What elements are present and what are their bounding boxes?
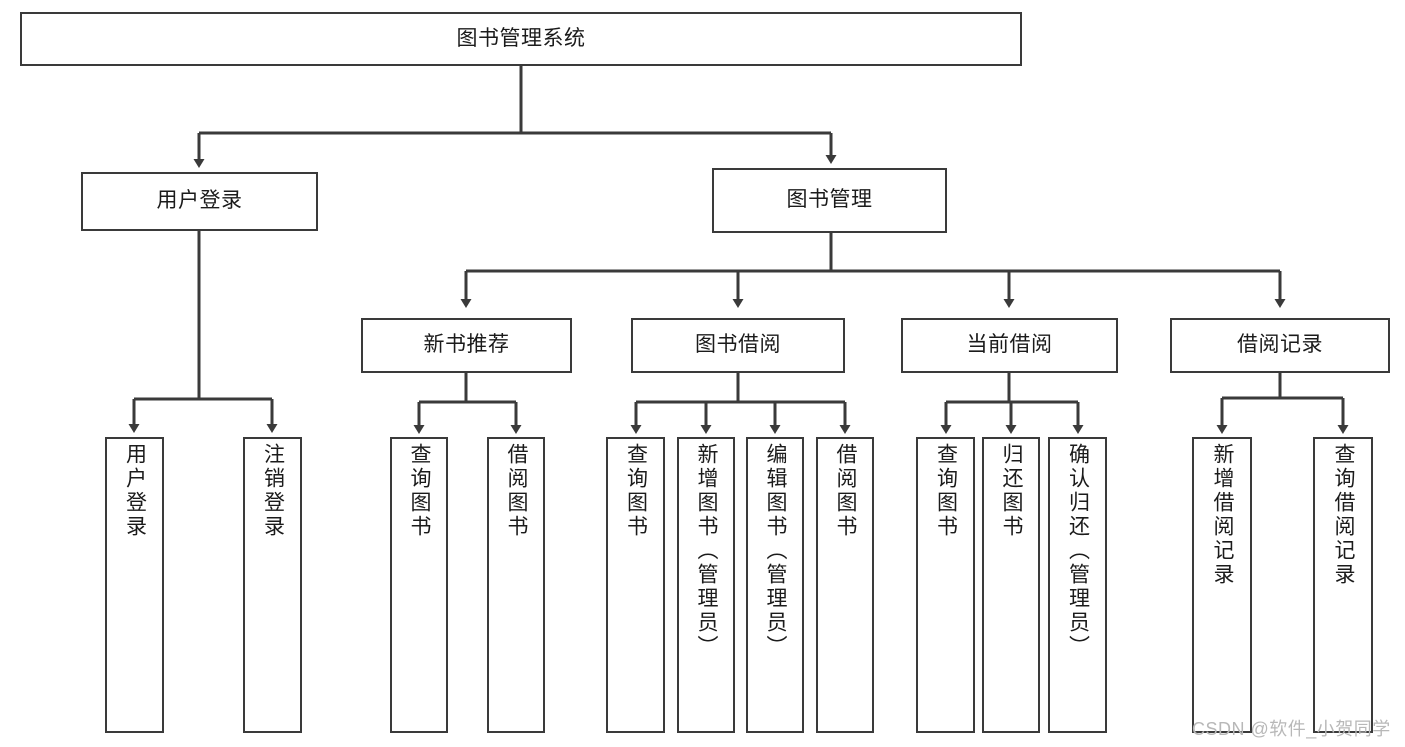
node-borrow-record[interactable]: 借阅记录 — [1170, 318, 1390, 373]
node-book-management[interactable]: 图书管理 — [712, 168, 947, 233]
node-label: 用户登录 — [156, 189, 243, 213]
node-label: 注销登录 — [261, 443, 285, 539]
node-book-borrow[interactable]: 图书借阅 — [631, 318, 845, 373]
node-leaf-add-book[interactable]: 新增图书（管理员） — [677, 437, 735, 733]
node-leaf-return-book[interactable]: 归还图书 — [982, 437, 1040, 733]
node-label: 确认归还（管理员） — [1066, 443, 1090, 659]
node-label: 查询借阅记录 — [1332, 443, 1356, 587]
node-label: 借阅图书 — [505, 443, 529, 539]
node-label: 图书管理系统 — [456, 26, 586, 50]
node-label: 借阅图书 — [834, 443, 858, 539]
node-label: 查询图书 — [624, 443, 648, 539]
node-leaf-borrow-book-1[interactable]: 借阅图书 — [487, 437, 545, 733]
node-label: 新书推荐 — [423, 333, 510, 357]
node-label: 用户登录 — [123, 443, 147, 539]
node-leaf-query-book-2[interactable]: 查询图书 — [606, 437, 665, 733]
node-label: 新增图书（管理员） — [695, 443, 719, 659]
csdn-watermark: CSDN @软件_小贺同学 — [1192, 719, 1391, 739]
node-leaf-query-record[interactable]: 查询借阅记录 — [1313, 437, 1373, 733]
node-user-login[interactable]: 用户登录 — [81, 172, 318, 231]
node-current-borrow[interactable]: 当前借阅 — [901, 318, 1118, 373]
node-label: 归还图书 — [1000, 443, 1024, 539]
node-leaf-logout-login[interactable]: 注销登录 — [243, 437, 302, 733]
node-leaf-user-login[interactable]: 用户登录 — [105, 437, 164, 733]
node-label: 图书管理 — [786, 188, 873, 212]
node-leaf-edit-book[interactable]: 编辑图书（管理员） — [746, 437, 804, 733]
node-leaf-query-book-3[interactable]: 查询图书 — [916, 437, 975, 733]
node-label: 借阅记录 — [1237, 333, 1323, 357]
node-label: 当前借阅 — [966, 333, 1053, 357]
node-new-book-recommend[interactable]: 新书推荐 — [361, 318, 572, 373]
node-leaf-query-book-1[interactable]: 查询图书 — [390, 437, 448, 733]
node-leaf-confirm-return[interactable]: 确认归还（管理员） — [1048, 437, 1107, 733]
node-label: 查询图书 — [934, 443, 958, 539]
node-system-root[interactable]: 图书管理系统 — [20, 12, 1022, 66]
node-leaf-add-record[interactable]: 新增借阅记录 — [1192, 437, 1252, 733]
node-label: 查询图书 — [408, 443, 432, 539]
node-label: 新增借阅记录 — [1211, 443, 1235, 587]
node-leaf-borrow-book-2[interactable]: 借阅图书 — [816, 437, 874, 733]
node-label: 图书借阅 — [695, 333, 781, 357]
node-label: 编辑图书（管理员） — [764, 443, 788, 659]
